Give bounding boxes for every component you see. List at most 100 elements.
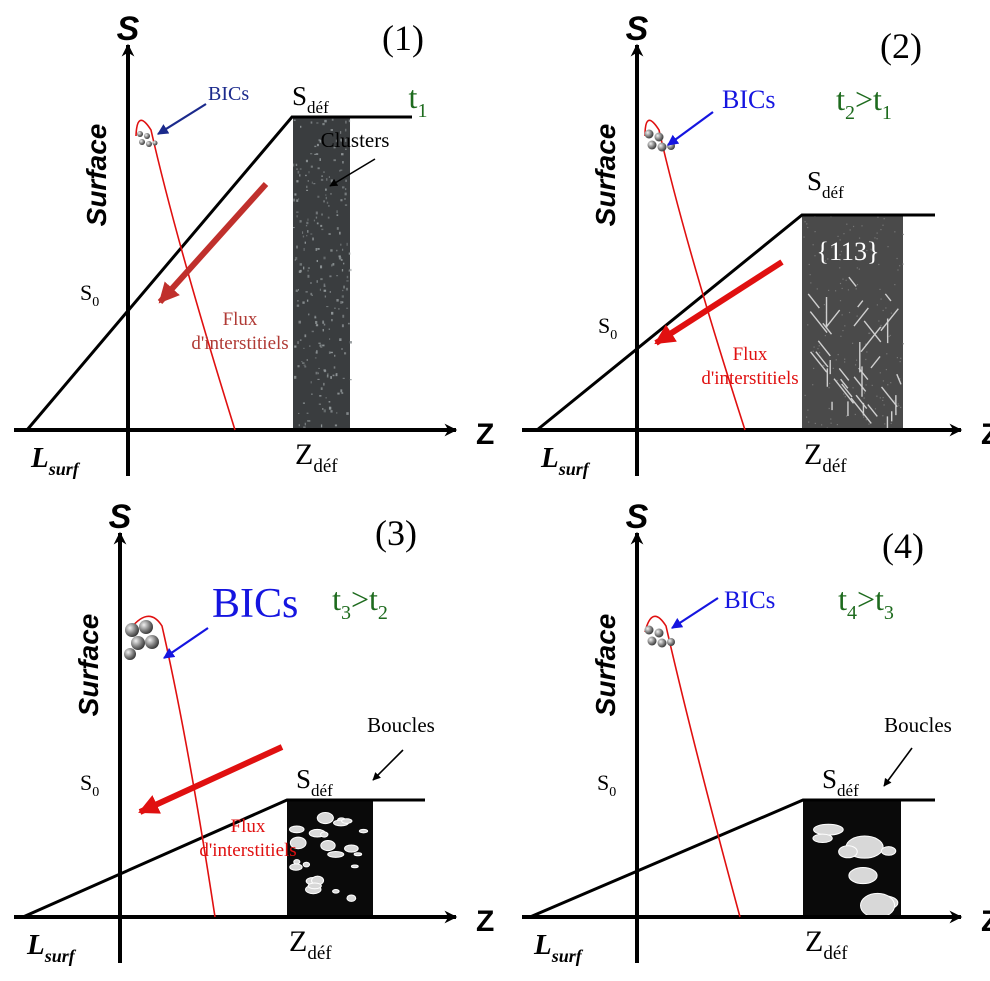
noise-dot: [819, 352, 820, 353]
noise-dot: [817, 288, 818, 289]
noise-dot: [883, 310, 884, 311]
cluster-dot: [312, 238, 314, 241]
noise-dot: [843, 393, 844, 394]
lsurf-label-sub: surf: [44, 946, 77, 966]
interstitial-flux-arrow: [160, 184, 266, 302]
zdef-label: Zdéf: [295, 438, 338, 477]
cluster-dot: [322, 345, 324, 347]
cluster-dot: [302, 301, 304, 303]
cluster-dot: [317, 260, 318, 262]
dislocation-loop: [813, 834, 832, 842]
time-label-main: t: [409, 79, 418, 115]
flux-label-line2: d'interstitiels: [191, 333, 288, 354]
cluster-dot: [328, 205, 329, 207]
cluster-dot: [297, 215, 298, 217]
y-axis-letter-main: S: [109, 498, 132, 536]
lsurf-label: Lsurf: [30, 442, 81, 479]
cluster-dot: [305, 423, 306, 426]
noise-dot: [882, 400, 883, 401]
cluster-dot: [317, 379, 319, 380]
bic-particle: [144, 133, 150, 139]
bic-particle: [645, 130, 654, 139]
lsurf-label-sub: surf: [551, 946, 584, 966]
cluster-dot: [324, 120, 326, 123]
noise-dot: [809, 264, 810, 265]
noise-dot: [861, 225, 862, 226]
bics-label-main: BICs: [208, 83, 249, 105]
zdef-label: Zdéf: [804, 438, 847, 477]
cluster-dot: [347, 276, 348, 278]
cluster-dot: [296, 168, 298, 169]
cluster-dot: [315, 357, 317, 358]
cluster-dot: [316, 122, 318, 123]
cluster-dot: [345, 188, 346, 190]
noise-dot: [844, 325, 845, 326]
dislocation-loop: [303, 862, 309, 867]
cluster-dot: [325, 194, 326, 196]
noise-dot: [899, 265, 900, 266]
dislocation-loop: [351, 865, 358, 868]
x-axis-letter: Z: [981, 905, 990, 938]
noise-dot: [844, 359, 845, 360]
time-label-main: t: [332, 581, 341, 617]
cluster-dot: [311, 166, 313, 168]
noise-dot: [825, 335, 826, 336]
cluster-dot: [338, 308, 339, 309]
dislocation-loop: [359, 829, 367, 832]
noise-dot: [866, 419, 867, 420]
cluster-dot: [341, 348, 342, 350]
micrograph-label: {113}: [817, 237, 880, 266]
cluster-dot: [330, 193, 331, 195]
cluster-dot: [316, 350, 318, 352]
cluster-dot: [304, 334, 306, 337]
dislocation-loop: [849, 868, 877, 884]
cluster-dot: [336, 412, 337, 414]
noise-dot: [889, 336, 890, 337]
cluster-dot: [323, 329, 324, 331]
cluster-dot: [320, 289, 321, 291]
cluster-dot: [329, 176, 330, 177]
y-axis-letter-main: S: [626, 498, 649, 536]
noise-dot: [863, 417, 864, 418]
bic-particle: [645, 626, 654, 635]
bic-particle: [655, 133, 664, 142]
cluster-dot: [310, 233, 312, 234]
bic-particle: [658, 143, 667, 152]
time-label: t4>t3: [838, 581, 894, 624]
y-axis-letter-main: S: [626, 10, 649, 48]
noise-dot: [842, 314, 843, 315]
cluster-dot: [316, 324, 318, 326]
x-axis-letter: Z: [981, 418, 990, 451]
cluster-dot: [329, 329, 330, 330]
noise-dot: [880, 325, 881, 326]
cluster-dot: [308, 270, 309, 272]
dislocation-loop: [345, 845, 359, 852]
cluster-dot: [299, 220, 301, 223]
lsurf-label-main: L: [540, 442, 559, 474]
noise-dot: [857, 316, 858, 317]
cluster-dot: [327, 202, 328, 204]
cluster-dot: [320, 278, 322, 280]
bic-particle: [146, 141, 152, 147]
noise-dot: [852, 387, 853, 388]
panel-4: BICsBouclesSSurfaceZS0SdéfZdéfLsurf(4)t4…: [522, 498, 990, 966]
noise-dot: [840, 336, 841, 337]
micrograph-label-main: {113}: [817, 237, 880, 266]
noise-dot: [828, 290, 829, 291]
micrograph-loops-large: [803, 800, 901, 918]
cluster-dot: [303, 403, 305, 404]
noise-dot: [869, 333, 870, 334]
noise-dot: [807, 324, 808, 325]
cluster-dot: [294, 120, 296, 121]
cluster-dot: [303, 267, 304, 270]
x-axis-letter-main: Z: [981, 905, 990, 938]
flux-label-line1: Flux: [223, 309, 258, 330]
cluster-dot: [323, 383, 325, 386]
sdef-label-sub: déf: [822, 183, 844, 202]
y-axis-title: Surface: [81, 124, 112, 227]
cluster-dot: [342, 315, 344, 318]
noise-dot: [885, 307, 886, 308]
cluster-dot: [330, 352, 332, 353]
y-axis-title: Surface: [590, 614, 621, 717]
bics-label: BICs: [208, 83, 249, 105]
